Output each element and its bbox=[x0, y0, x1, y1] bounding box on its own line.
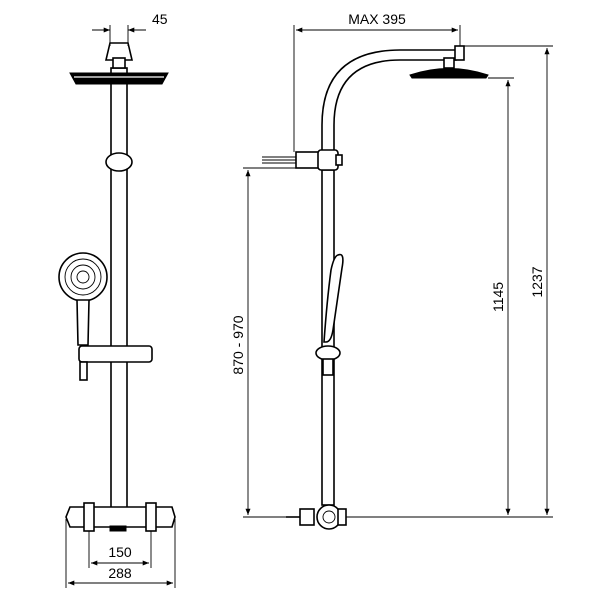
front-valve-body bbox=[65, 506, 176, 528]
side-head-connector bbox=[443, 57, 455, 69]
dim-height-range: 870 - 970 bbox=[230, 315, 246, 374]
side-shower-head bbox=[409, 68, 489, 79]
dim-max-reach: MAX 395 bbox=[348, 11, 406, 27]
front-slider-holder bbox=[78, 345, 153, 363]
side-slider-holder bbox=[315, 345, 341, 361]
front-valve-left-nut bbox=[83, 502, 95, 532]
side-valve-knob bbox=[337, 508, 347, 526]
side-view: MAX 395 870 - 970 1145 1237 bbox=[230, 11, 553, 530]
front-view: 45 150 288 bbox=[58, 11, 176, 588]
front-hand-shower-head bbox=[58, 252, 108, 302]
side-curved-arm bbox=[321, 49, 457, 166]
side-arm-end-fitting bbox=[454, 45, 465, 61]
dim-top-width: 45 bbox=[152, 11, 168, 27]
side-bracket-clamp bbox=[317, 149, 339, 171]
dim-head-height: 1145 bbox=[490, 282, 506, 312]
side-wall-bracket bbox=[295, 151, 321, 169]
dim-valve-width: 288 bbox=[108, 565, 132, 581]
front-shower-head bbox=[69, 72, 169, 85]
front-collar bbox=[105, 152, 133, 172]
front-riser-pipe bbox=[110, 67, 128, 514]
front-hand-shower-handle bbox=[76, 299, 90, 346]
side-slider-knob bbox=[322, 358, 334, 376]
front-valve-right-nut bbox=[145, 502, 157, 532]
front-top-fitting bbox=[104, 42, 134, 61]
side-valve-inlet bbox=[299, 508, 315, 526]
dim-valve-spacing: 150 bbox=[108, 544, 132, 560]
front-valve-outlet bbox=[109, 525, 127, 532]
side-hand-shower bbox=[323, 253, 344, 343]
side-bracket-screw bbox=[335, 154, 343, 166]
dim-total-height: 1237 bbox=[529, 266, 545, 297]
front-top-connector bbox=[112, 57, 126, 69]
front-slider-knob bbox=[79, 361, 88, 381]
